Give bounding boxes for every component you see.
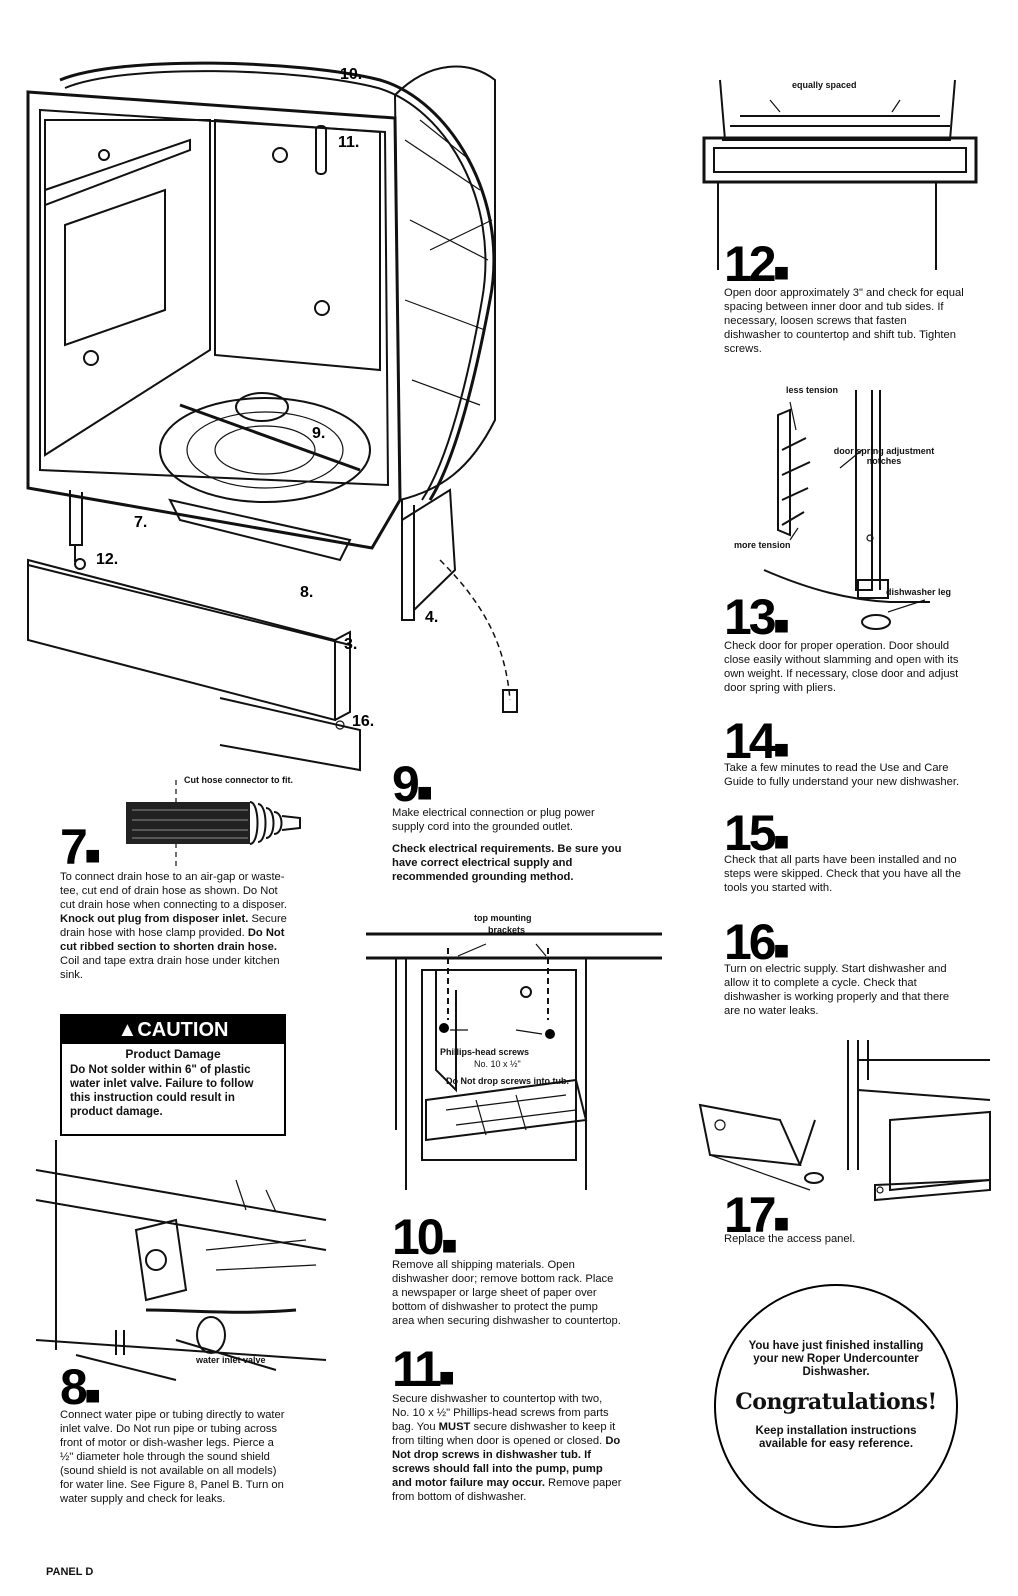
step-15-text: Check that all parts have been installed… [724,854,961,894]
step-17-number: 17■ [724,1187,790,1243]
panel-label: PANEL D [46,1566,94,1578]
congrats-title: Congratulations! [735,1389,937,1415]
step-17-text: Replace the access panel. [724,1233,856,1245]
callout-9: 9. [312,425,326,442]
dishwasher-main-illustration [26,61,518,772]
step-7-text: To connect drain hose to an air-gap or w… [60,871,288,981]
label-less-tension: less tension [786,385,839,395]
step-15-number: 15■ [724,805,790,861]
step-14-text: Take a few minutes to read the Use and C… [724,762,960,788]
step-8-text: Connect water pipe or tubing directly to… [60,1409,285,1505]
label-no-drop-screws: Do Not drop screws into tub. [446,1076,569,1086]
step-13-number: 13■ [724,589,790,645]
step-16-text: Turn on electric supply. Start dishwashe… [724,963,950,1017]
caution-header: ▲CAUTION [62,1016,284,1044]
door-spring-illustration [763,390,930,630]
label-top-mounting: top mounting [474,913,532,923]
step-9-text-bold: Check electrical requirements. Be sure y… [392,843,622,883]
step-12-text: Open door approximately 3" and check for… [724,287,964,355]
step-10-number: 10■ [392,1209,458,1265]
step-8-number: 8■ [60,1359,101,1415]
step-12-number: 12■ [724,236,790,292]
callout-12: 12. [96,551,119,568]
caution-box: ▲CAUTION Product Damage Do Not solder wi… [60,1014,286,1136]
door-spacing-illustration [702,79,978,270]
drain-hose-illustration [126,780,301,870]
label-phillips-size: No. 10 x ½" [474,1059,521,1069]
congrats-pre-text: You have just finished installing your n… [748,1340,924,1378]
step-14-number: 14■ [724,713,790,769]
label-door-spring-notches: door spring adjustment notches [833,446,935,466]
mounting-illustration [366,932,662,1190]
step-11-text: Secure dishwasher to countertop with two… [392,1393,622,1503]
callout-7: 7. [134,514,148,531]
step-13-text: Check door for proper operation. Door sh… [724,640,959,694]
access-panel-illustration [698,1040,991,1202]
step-9-text: Make electrical connection or plug power… [392,806,622,884]
warning-triangle-icon: ▲ [117,1019,138,1041]
water-line-illustration [35,1140,327,1381]
congrats-post-text: Keep installation instructions available… [755,1425,917,1450]
callout-4: 4. [425,609,439,626]
congratulations-badge: You have just finished installing your n… [714,1284,958,1528]
label-brackets: brackets [488,925,526,935]
step-10-text: Remove all shipping materials. Open dish… [392,1259,621,1327]
step-7-number: 7■ [60,819,101,875]
step-9-number: 9■ [392,756,433,812]
label-equally-spaced: equally spaced [792,80,857,90]
label-cut-hose: Cut hose connector to fit. [184,775,293,785]
callout-16: 16. [352,713,375,730]
callout-8: 8. [300,584,314,601]
label-more-tension: more tension [734,540,791,550]
callout-3: 3. [344,636,358,653]
callout-10: 10. [340,66,363,83]
step-11-number: 11■ [392,1341,455,1397]
label-water-inlet-valve: water inlet valve [196,1355,266,1365]
label-dishwasher-leg: dishwasher leg [886,587,952,597]
step-16-number: 16■ [724,914,790,970]
step-9-text-main: Make electrical connection or plug power… [392,807,595,833]
callout-11: 11. [338,134,360,151]
caution-subheader: Product Damage [125,1047,221,1061]
label-phillips-screws: Phillips-head screws [440,1047,530,1057]
caution-body: Do Not solder within 6" of plastic water… [70,1064,254,1118]
